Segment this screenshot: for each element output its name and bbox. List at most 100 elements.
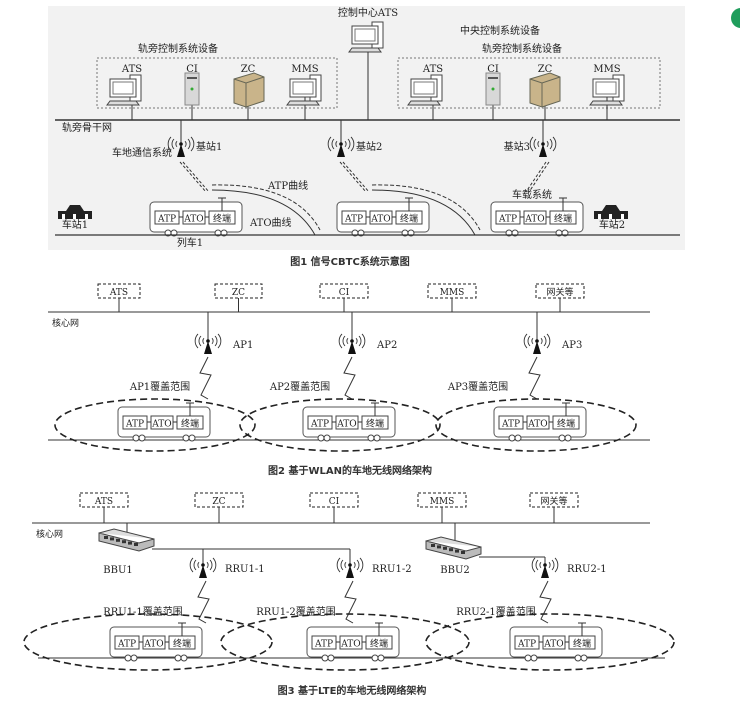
core-network-label: 核心网 [36,528,63,540]
ap3-coverage-label: AP3覆盖范围 [447,380,508,393]
train-module-terminal: 终端 [557,418,575,430]
wheel-icon [182,434,190,442]
train-module-atp: ATP [125,420,144,430]
ato-curve [211,189,316,236]
antenna-icon [523,333,551,354]
train-module-atp: ATP [498,215,517,225]
train-module-ato: ATO [183,215,203,225]
computer-icon [348,21,384,53]
computer-icon [589,74,625,106]
zc-server-icon [529,72,561,108]
wheel-icon [323,434,331,442]
rru-label: RRU1-2 [372,564,412,575]
computer-icon [286,74,322,106]
antenna-icon [194,333,222,354]
wheel-icon [130,654,138,662]
server-label: CI [329,497,340,507]
train-module-terminal: 终端 [181,418,199,430]
wheel-icon [132,434,140,442]
atp-curve-label: ATP曲线 [267,179,308,192]
ap-label: AP1 [232,340,253,351]
device-label-left: CI [186,64,198,75]
train-module-terminal: 终端 [573,638,591,650]
wheel-icon [564,434,572,442]
wheel-icon [508,434,516,442]
rru-label: RRU2-1 [567,564,607,575]
wheel-icon [321,654,329,662]
station-2-label: 车站2 [599,218,625,231]
ci-server-icon [184,72,200,106]
antenna-icon [338,333,366,354]
bbu-icon [98,528,155,552]
wheel-icon [327,654,335,662]
comm-system-label: 车地通信系统 [112,146,172,159]
station-icon [594,205,628,219]
device-label-left: MMS [291,64,318,75]
server-label: CI [339,288,350,298]
train-module-atp: ATP [117,640,136,650]
ap-label: AP2 [376,340,397,351]
train-module-atp: ATP [314,640,333,650]
wayside-left-label: 轨旁控制系统设备 [138,42,218,55]
base-station-2-label: 基站2 [356,140,382,153]
bbu1-label: BBU1 [103,565,133,576]
train-module-atp: ATP [501,420,520,430]
central-equipment-label: 中央控制系统设备 [460,24,540,37]
server-label: MMS [430,497,455,507]
station-1-label: 车站1 [62,218,88,231]
wheel-icon [180,654,188,662]
wheel-icon [558,434,566,442]
train-module-terminal: 终端 [370,638,388,650]
server-label: 网关等 [540,495,567,507]
wheel-icon [174,654,182,662]
antenna-icon [531,557,559,578]
coverage-area-ellipse [425,613,675,671]
ap-label: AP3 [561,340,582,351]
wireless-link-icon [344,580,357,624]
computer-icon [407,74,443,106]
train-module-atp: ATP [517,640,536,650]
backbone-label: 轨旁骨干网 [62,121,112,134]
antenna-icon [327,136,355,157]
bbu2-label: BBU2 [440,565,470,576]
train-module-ato: ATO [527,420,547,430]
wireless-link-icon [528,356,541,400]
atp-curve [211,184,321,231]
train: ATP ATO 终端 [302,402,396,442]
server-label: ATS [109,288,128,298]
device-label-left: ZC [241,64,256,75]
wheel-icon [530,654,538,662]
wayside-right-label: 轨旁控制系统设备 [482,42,562,55]
wheel-icon [371,654,379,662]
wheel-icon [367,434,375,442]
antenna-icon [336,557,364,578]
wheel-icon [524,654,532,662]
train-1-label: 列车1 [177,236,203,249]
train-module-terminal: 终端 [554,213,572,225]
train-module-terminal: 终端 [366,418,384,430]
computer-icon [106,74,142,106]
train-module-terminal: 终端 [173,638,191,650]
antenna-icon [167,136,195,157]
wireless-link-icon [199,356,212,400]
device-label-right: ATS [422,64,443,75]
train-module-ato: ATO [524,215,544,225]
coverage-area-ellipse [435,398,637,452]
train-module-atp: ATP [310,420,329,430]
server-label: 网关等 [546,286,573,298]
side-badge-icon [731,8,740,28]
atp-curve [371,184,481,231]
coverage-area-ellipse [54,398,256,452]
figure3-caption: 图3 基于LTE的车地无线网络架构 [278,684,427,697]
antenna-icon [529,136,557,157]
control-center-label: 控制中心ATS [338,6,398,19]
ato-curve-label: ATO曲线 [249,216,292,229]
train-module-ato: ATO [336,420,356,430]
train-module-atp: ATP [344,215,363,225]
rru2-1-coverage-label: RRU2-1覆盖范围 [456,605,536,618]
